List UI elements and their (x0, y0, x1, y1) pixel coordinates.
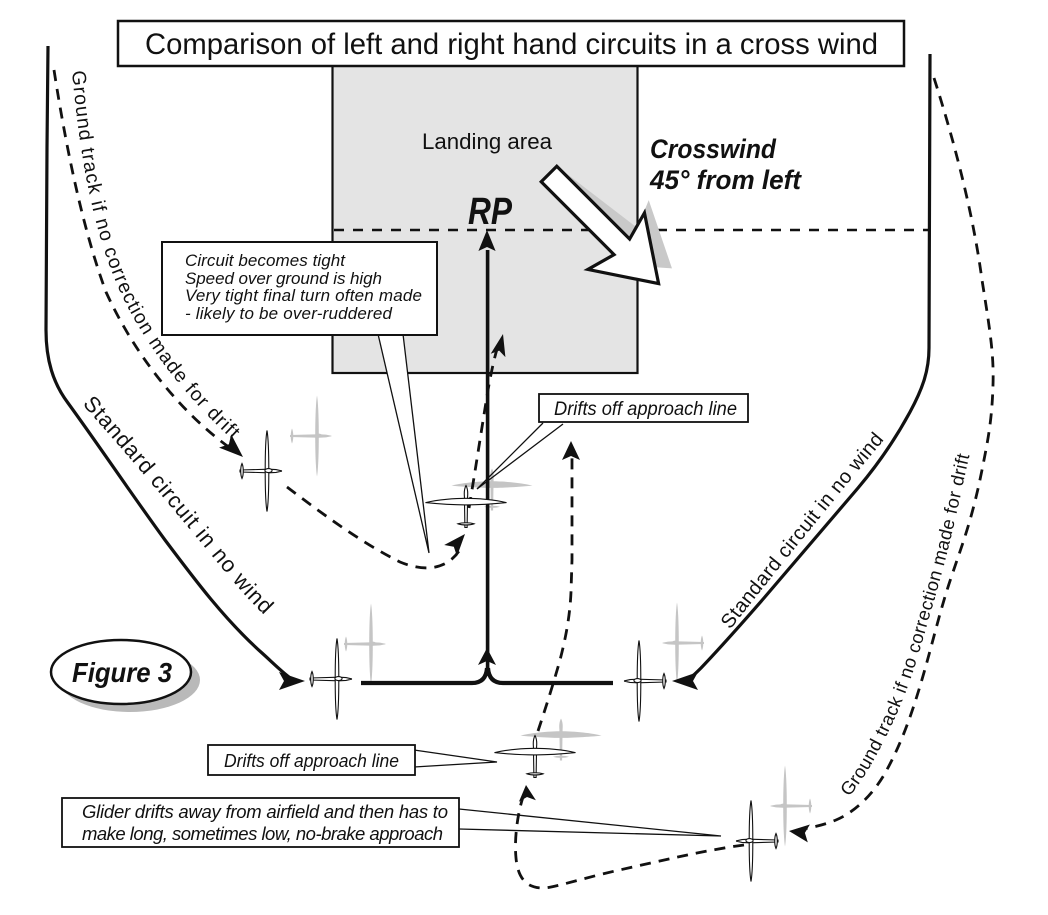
svg-text:Comparison of left and right h: Comparison of left and right hand circui… (145, 28, 878, 61)
svg-text:45° from left: 45° from left (649, 165, 802, 195)
svg-text:Crosswind: Crosswind (650, 134, 776, 164)
svg-text:Circuit becomes tight: Circuit becomes tight (185, 251, 346, 270)
svg-text:Landing area: Landing area (422, 129, 553, 154)
svg-text:Figure 3: Figure 3 (72, 657, 172, 688)
svg-text:Glider drifts away from airfie: Glider drifts away from airfield and the… (82, 801, 448, 822)
svg-text:Very tight final turn often ma: Very tight final turn often made (185, 286, 422, 305)
svg-text:RP: RP (468, 191, 513, 233)
svg-text:Drifts off approach line: Drifts off approach line (224, 750, 399, 771)
svg-text:- likely to be over-ruddered: - likely to be over-ruddered (185, 304, 393, 323)
svg-text:make long, sometimes low, no-b: make long, sometimes low, no-brake appro… (82, 823, 443, 844)
svg-text:Drifts off approach line: Drifts off approach line (554, 399, 737, 420)
svg-text:Speed over ground is high: Speed over ground is high (185, 269, 382, 288)
